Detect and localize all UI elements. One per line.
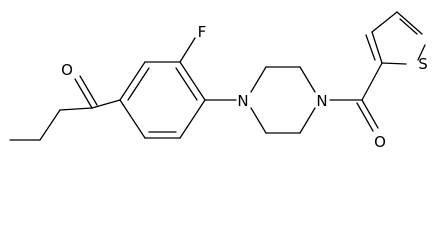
bond-ketone-co-b (79, 75, 98, 106)
bond-benzene-double-1 (127, 67, 150, 101)
bond-piperazine-1 (250, 66, 267, 93)
bond-chain-2 (39, 109, 61, 141)
bond-ketone-ring (91, 99, 121, 109)
bond-benzene-1 (119, 61, 146, 101)
bond-fluorine (179, 37, 196, 63)
bond-thiophene-5 (381, 62, 407, 65)
benzene-ring (119, 61, 206, 139)
atom-fluorine: F (198, 23, 207, 41)
thiophene-ring (365, 11, 426, 65)
bond-amide-co-a (361, 99, 379, 129)
amide-carbonyl (329, 62, 383, 132)
piperazine-ring (250, 66, 316, 134)
bond-thiophene-3 (396, 11, 423, 35)
bond-benzene-3 (179, 61, 206, 101)
atom-nitrogen-right: N (316, 92, 327, 110)
bond-thiophene-double-1 (365, 34, 376, 61)
bond-benzene-4 (179, 99, 206, 139)
bond-carbonyl-thiophene (361, 62, 383, 101)
bond-thiophene-2 (371, 11, 398, 33)
bond-thiophene-1 (371, 31, 383, 64)
bond-piperazine-3 (299, 66, 316, 93)
molecule-canvas: O F N N O S (9, 11, 428, 151)
bond-benzene-double-2 (175, 67, 198, 101)
bond-thiophene-4 (417, 44, 426, 61)
butyl-chain (9, 107, 93, 141)
bond-amide-co-b (356, 102, 374, 132)
atom-nitrogen-left: N (237, 92, 248, 110)
bond-piperazine-4 (299, 107, 316, 134)
bond-thiophene-double-2 (399, 18, 418, 35)
bond-chain-3 (59, 107, 93, 111)
ketone-left (74, 75, 121, 109)
atom-oxygen-amide: O (374, 133, 386, 151)
atom-sulfur: S (418, 55, 428, 73)
bond-benzene-6 (119, 99, 146, 139)
molecule-structure: O F N N O S (9, 11, 428, 151)
bond-piperazine-6 (250, 107, 267, 134)
atom-oxygen-ketone: O (61, 61, 73, 79)
bond-ketone-co-a (74, 78, 93, 109)
